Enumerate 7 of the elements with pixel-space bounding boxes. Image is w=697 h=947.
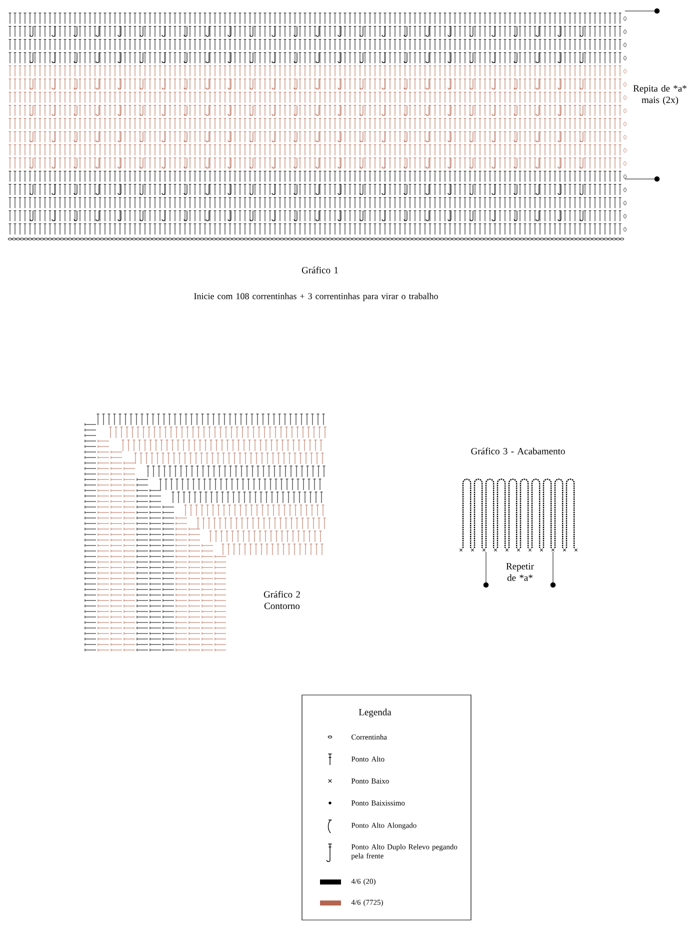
repeat-note: Repetir de *a* — [506, 563, 534, 581]
legend-title: Legenda — [358, 708, 392, 718]
chart-title: Gráfico 2 Contorno — [264, 590, 300, 610]
chart-title: Gráfico 3 - Acabamento — [471, 448, 565, 454]
chart-title: Gráfico 1 — [302, 266, 338, 274]
repeat-note: Repita de *a* mais (2x) — [633, 84, 686, 106]
instruction-text: Inicie com 108 correntinhas + 3 correntinhas para virar o trabalho — [194, 292, 438, 302]
